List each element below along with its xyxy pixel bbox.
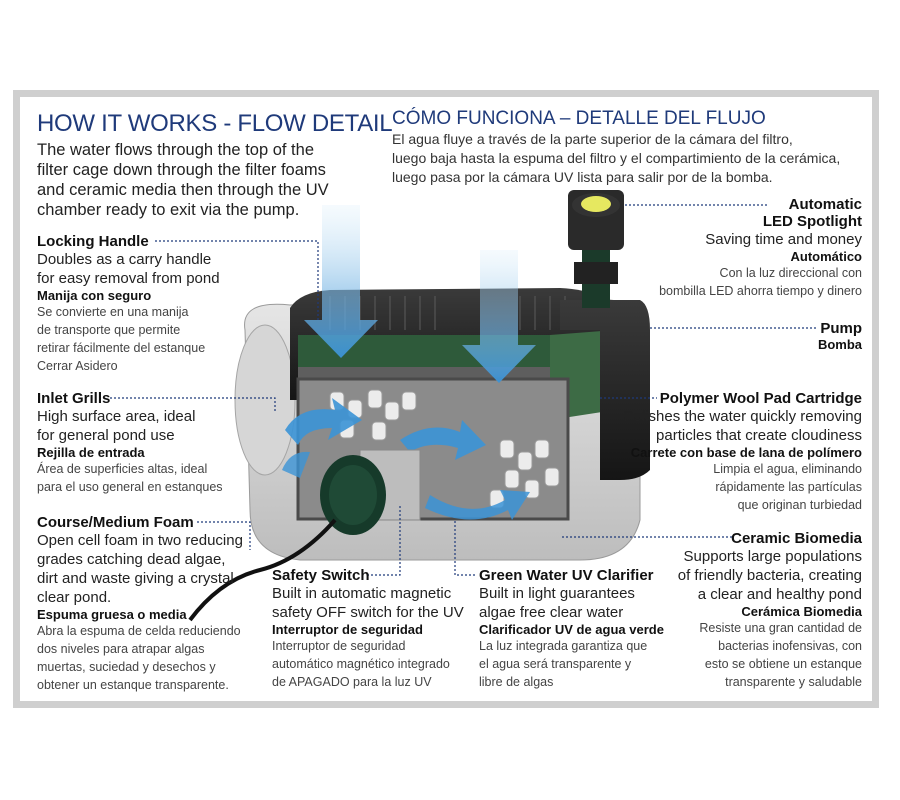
title-es: CÓMO FUNCIONA – DETALLE DEL FLUJO (392, 108, 766, 129)
callouts-uv-clarifier-label-es: Clarificador UV de agua verde (479, 622, 664, 637)
callouts-ceramic-desc-es-3: transparente y saludable (725, 675, 862, 689)
callout-foam: Course/Medium Foam Open cell foam in two… (37, 514, 243, 694)
callouts-inlet-grills-desc-es-1: para el uso general en estanques (37, 480, 223, 494)
callouts-spotlight-desc-es-1: bombilla LED ahorra tiempo y dinero (659, 284, 862, 298)
callout-safety-switch: Safety Switch Built in automatic magneti… (272, 567, 464, 691)
callouts-locking-handle-desc-es-2: retirar fácilmente del estanque (37, 341, 206, 355)
intro-es-0: El agua fluye a través de la parte super… (392, 131, 793, 147)
callouts-uv-clarifier-desc-es-2: libre de algas (479, 675, 554, 689)
callouts-safety-switch-desc-1: safety OFF switch for the UV (272, 604, 464, 621)
callouts-ceramic-desc-0: Supports large populations (683, 548, 862, 565)
callouts-wool-pad-desc-es-0: Limpia el agua, eliminando (713, 462, 862, 476)
callouts-pump-label: Pump (820, 320, 862, 337)
callouts-foam-label: Course/Medium Foam (37, 514, 194, 531)
callouts-foam-desc-2: dirt and waste giving a crystal (37, 570, 234, 587)
callouts-safety-switch-desc-es-0: Interruptor de seguridad (272, 639, 406, 653)
callouts-wool-pad-desc-1: particles that create cloudiness (656, 427, 862, 444)
intro-en: The water flows through the top of the fi… (37, 140, 329, 220)
callouts-wool-pad-desc-0: Polishes the water quickly removing (623, 408, 862, 425)
callouts-locking-handle-desc-0: Doubles as a carry handle (37, 251, 212, 268)
callouts-spotlight-label-0: Automatic (788, 196, 862, 213)
callouts-inlet-grills-desc-0: High surface area, ideal (37, 408, 196, 425)
callouts-ceramic-label-es: Cerámica Biomedia (741, 604, 862, 619)
callouts-wool-pad-label: Polymer Wool Pad Cartridge (659, 390, 862, 407)
callouts-uv-clarifier-desc-es-0: La luz integrada garantiza que (479, 639, 648, 653)
callouts-inlet-grills-desc-1: for general pond use (37, 427, 175, 444)
intro-es-1: luego baja hasta la espuma del filtro y … (392, 150, 841, 166)
callouts-pump-label-es: Bomba (817, 337, 862, 352)
callouts-foam-desc-es-2: muertas, suciedad y desechos y (37, 660, 216, 674)
intro-es: El agua fluye a través de la parte super… (392, 130, 840, 187)
ceramic-media (329, 389, 560, 509)
uv-clarifier-unit (320, 449, 421, 535)
callouts-ceramic-desc-2: a clear and healthy pond (697, 586, 862, 603)
callouts-safety-switch-desc-0: Built in automatic magnetic (272, 585, 452, 602)
callouts-ceramic-desc-1: of friendly bacteria, creating (677, 567, 862, 584)
callout-ceramic: Ceramic Biomedia Supports large populati… (678, 530, 862, 691)
callouts-spotlight-label-es: Automático (790, 249, 863, 264)
pump-body (560, 300, 650, 480)
intro-en-2: and ceramic media then through the UV (37, 181, 329, 199)
callouts-locking-handle-desc-es-3: Cerrar Asidero (37, 359, 118, 373)
callouts-uv-clarifier-desc-es-1: el agua será transparente y (479, 657, 632, 671)
leader-lines (110, 204, 818, 576)
callouts-wool-pad-label-es: Carrete con base de lana de polímero (630, 445, 862, 460)
callouts-safety-switch-label-es: Interruptor de seguridad (272, 622, 423, 637)
callout-spotlight: Automatic LED Spotlight Saving time and … (659, 196, 862, 300)
callouts-wool-pad-desc-es-2: que originan turbiedad (737, 498, 862, 512)
intro-en-1: filter cage down through the filter foam… (37, 161, 326, 179)
power-cable (188, 518, 337, 622)
callouts-foam-desc-3: clear pond. (37, 589, 112, 606)
callout-locking-handle: Locking Handle Doubles as a carry handle… (37, 233, 220, 375)
callouts-ceramic-desc-es-0: Resiste una gran cantidad de (699, 621, 862, 635)
callouts-inlet-grills-desc-es-0: Área de superficies altas, ideal (37, 462, 208, 476)
callouts-wool-pad-desc-es-1: rápidamente las partículas (715, 480, 862, 494)
callouts-ceramic-label: Ceramic Biomedia (731, 530, 862, 547)
intro-en-3: chamber ready to exit via the pump. (37, 201, 300, 219)
callouts-uv-clarifier-label: Green Water UV Clarifier (479, 567, 654, 584)
callouts-uv-clarifier-desc-1: algae free clear water (479, 604, 624, 621)
callouts-locking-handle-desc-es-0: Se convierte en una manija (37, 305, 189, 319)
callout-uv-clarifier: Green Water UV Clarifier Built in light … (479, 567, 664, 691)
callouts-locking-handle-label-es: Manija con seguro (37, 288, 152, 303)
callouts-foam-desc-es-1: dos niveles para atrapar algas (37, 642, 205, 656)
callouts-locking-handle-label: Locking Handle (37, 233, 149, 250)
callouts-foam-desc-0: Open cell foam in two reducing (37, 532, 243, 549)
title-en: HOW IT WORKS - FLOW DETAIL (37, 110, 393, 137)
callouts-inlet-grills-label: Inlet Grills (37, 390, 111, 407)
callouts-ceramic-desc-es-1: bacterias inofensivas, con (718, 639, 862, 653)
callouts-foam-desc-es-3: obtener un estanque transparente. (37, 678, 229, 692)
callout-pump: Pump Bomba (818, 320, 862, 352)
callouts-inlet-grills-label-es: Rejilla de entrada (37, 445, 145, 460)
callouts-foam-desc-es-0: Abra la espuma de celda reduciendo (37, 624, 241, 638)
callouts-safety-switch-desc-es-2: de APAGADO para la luz UV (272, 675, 432, 689)
flow-arrows (282, 205, 536, 520)
callouts-foam-label-es: Espuma gruesa o media (37, 607, 187, 622)
callouts-uv-clarifier-desc-0: Built in light guarantees (479, 585, 635, 602)
callout-wool-pad: Polymer Wool Pad Cartridge Polishes the … (624, 390, 862, 514)
intro-es-2: luego pasa por la cámara UV lista para s… (392, 169, 773, 185)
led-lens (581, 196, 611, 212)
callouts-safety-switch-label: Safety Switch (272, 567, 370, 584)
intro-en-0: The water flows through the top of the (37, 141, 314, 159)
callouts-locking-handle-desc-1: for easy removal from pond (37, 270, 220, 287)
callouts-ceramic-desc-es-2: esto se obtiene un estanque (704, 657, 862, 671)
callouts-safety-switch-desc-es-1: automático magnético integrado (272, 657, 450, 671)
callout-inlet-grills: Inlet Grills High surface area, ideal fo… (37, 390, 223, 496)
callouts-spotlight-desc-es-0: Con la luz direccional con (719, 266, 862, 280)
callouts-locking-handle-desc-es-1: de transporte que permite (37, 323, 181, 337)
callouts-foam-desc-1: grades catching dead algae, (37, 551, 226, 568)
callouts-spotlight-label-1: LED Spotlight (762, 213, 862, 230)
callouts-spotlight-desc-0: Saving time and money (705, 231, 862, 248)
